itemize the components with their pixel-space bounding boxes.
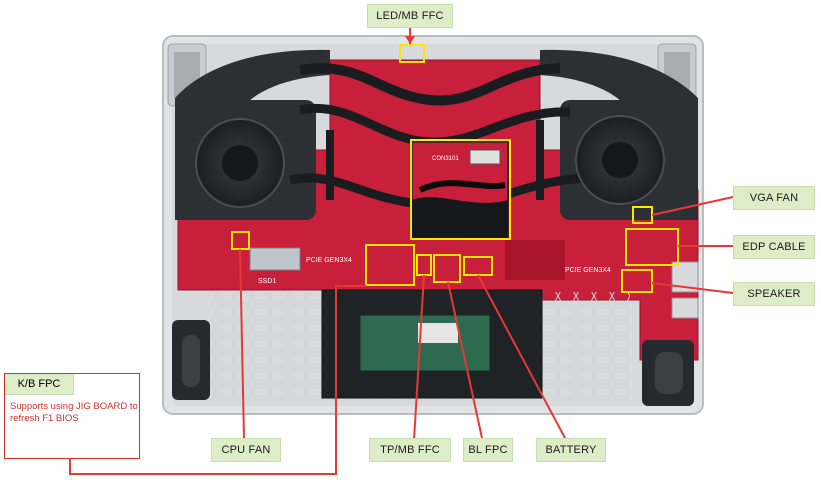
pointer-led-arrowhead: [405, 36, 415, 44]
pointer-vga-fan: [651, 196, 734, 216]
highlight-led-mb-ffc: [399, 44, 425, 63]
label-speaker: SPEAKER: [733, 282, 815, 306]
pointer-battery: [477, 274, 566, 439]
ssd-slot-left: [249, 247, 301, 271]
label-kb-fpc: K/B FPC: [5, 374, 74, 395]
label-cpu-fan: CPU FAN: [211, 438, 281, 462]
label-vga-fan: VGA FAN: [733, 186, 815, 210]
highlight-bl-fpc: [433, 254, 461, 283]
ssd-label: SSD1: [258, 278, 276, 285]
heat-pipe: [299, 63, 561, 106]
pointer-tp-mb-ffc: [413, 274, 425, 441]
pcie-label-right: PCIE GEN3X4: [565, 267, 611, 274]
label-led-mb-ffc: LED/MB FFC: [367, 4, 453, 28]
label-bl-fpc: BL FPC: [463, 438, 513, 462]
label-tp-mb-ffc: TP/MB FFC: [369, 438, 451, 462]
label-edp-cable: EDP CABLE: [733, 235, 815, 259]
connector-ref: CON3101: [432, 156, 459, 162]
pointer-kb-fpc: [69, 285, 366, 475]
pointer-cpu-fan: [239, 248, 245, 439]
ssd-slot-right: [505, 240, 565, 280]
pointer-speaker: [651, 282, 734, 294]
kb-fpc-callout: K/B FPC Supports using JIG BOARD to refr…: [4, 373, 140, 459]
highlight-kb-fpc: [365, 244, 415, 286]
pointer-bl-fpc: [447, 281, 483, 439]
highlight-speaker: [621, 269, 653, 293]
kb-fpc-note: Supports using JIG BOARD to refresh F1 B…: [10, 401, 138, 424]
pcie-label-left: PCIE GEN3X4: [306, 257, 352, 264]
highlight-zoom-inset: [410, 139, 511, 240]
label-battery: BATTERY: [536, 438, 606, 462]
